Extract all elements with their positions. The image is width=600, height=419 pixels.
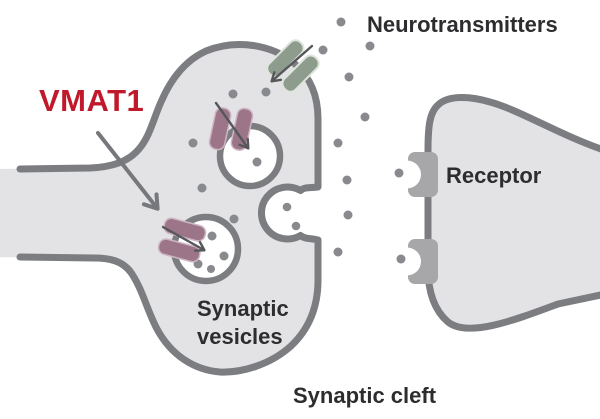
synaptic-vesicles-label-line1: Synaptic	[197, 296, 289, 321]
neurotransmitter-dot	[229, 214, 239, 224]
neurotransmitter-dot	[188, 138, 198, 148]
vmat1-pointer-arrow	[96, 131, 160, 211]
neurotransmitter-dot	[318, 45, 328, 55]
receptor-label: Receptor	[446, 163, 542, 188]
neurotransmitter-dot	[228, 89, 238, 99]
neurotransmitter-dot	[261, 87, 271, 97]
receptor-body	[408, 152, 438, 197]
postsynaptic-neuron	[424, 94, 600, 332]
neurotransmitter-dot	[252, 157, 262, 167]
receptor-binding-notch	[393, 160, 421, 189]
uptake-arrow-upper-vesicle	[214, 101, 250, 150]
neurotransmitter-dot	[333, 247, 343, 257]
neurotransmitter-dot	[344, 72, 354, 82]
neurotransmitter-dot	[365, 41, 375, 51]
receptor-body	[408, 239, 438, 284]
synaptic-vesicles-label-line2: vesicles	[197, 324, 283, 349]
synaptic-vesicle-upper	[216, 122, 284, 190]
receptor-upper-icon	[393, 152, 438, 197]
presynaptic-membrane	[16, 41, 322, 376]
neurotransmitter-dot	[394, 168, 404, 178]
synaptic-cleft-label: Synaptic cleft	[293, 383, 437, 408]
vesicle-upper-dots	[252, 157, 262, 167]
neurotransmitter-dot	[333, 138, 343, 148]
neurotransmitters-label: Neurotransmitters	[367, 12, 558, 37]
neurotransmitter-dot	[396, 254, 406, 264]
neurotransmitter-dot	[207, 231, 217, 241]
uptake-arrow-membrane	[270, 44, 314, 83]
neurotransmitter-dot	[282, 202, 292, 212]
neurotransmitter-dot	[197, 183, 207, 193]
neurotransmitter-dot	[360, 112, 370, 122]
fusing-vesicle-dots	[282, 202, 301, 231]
neurotransmitter-dot	[336, 17, 346, 27]
neurotransmitter-dot	[291, 221, 301, 231]
vmat1-label: VMAT1	[39, 83, 144, 118]
receptor-lower-icon	[393, 239, 438, 284]
neurotransmitter-dot	[207, 265, 215, 273]
neurotransmitter-dot	[342, 175, 352, 185]
uptake-arrow-lower-vesicle	[161, 225, 206, 252]
synaptic-cleft-dots	[318, 17, 375, 257]
neurotransmitter-dot	[343, 210, 353, 220]
receptor-binding-notch	[393, 247, 421, 276]
neurotransmitter-dot	[219, 251, 229, 261]
terminal-cytoplasm-dots	[188, 87, 271, 224]
vmat1-transporter-lower-icon	[157, 217, 207, 263]
